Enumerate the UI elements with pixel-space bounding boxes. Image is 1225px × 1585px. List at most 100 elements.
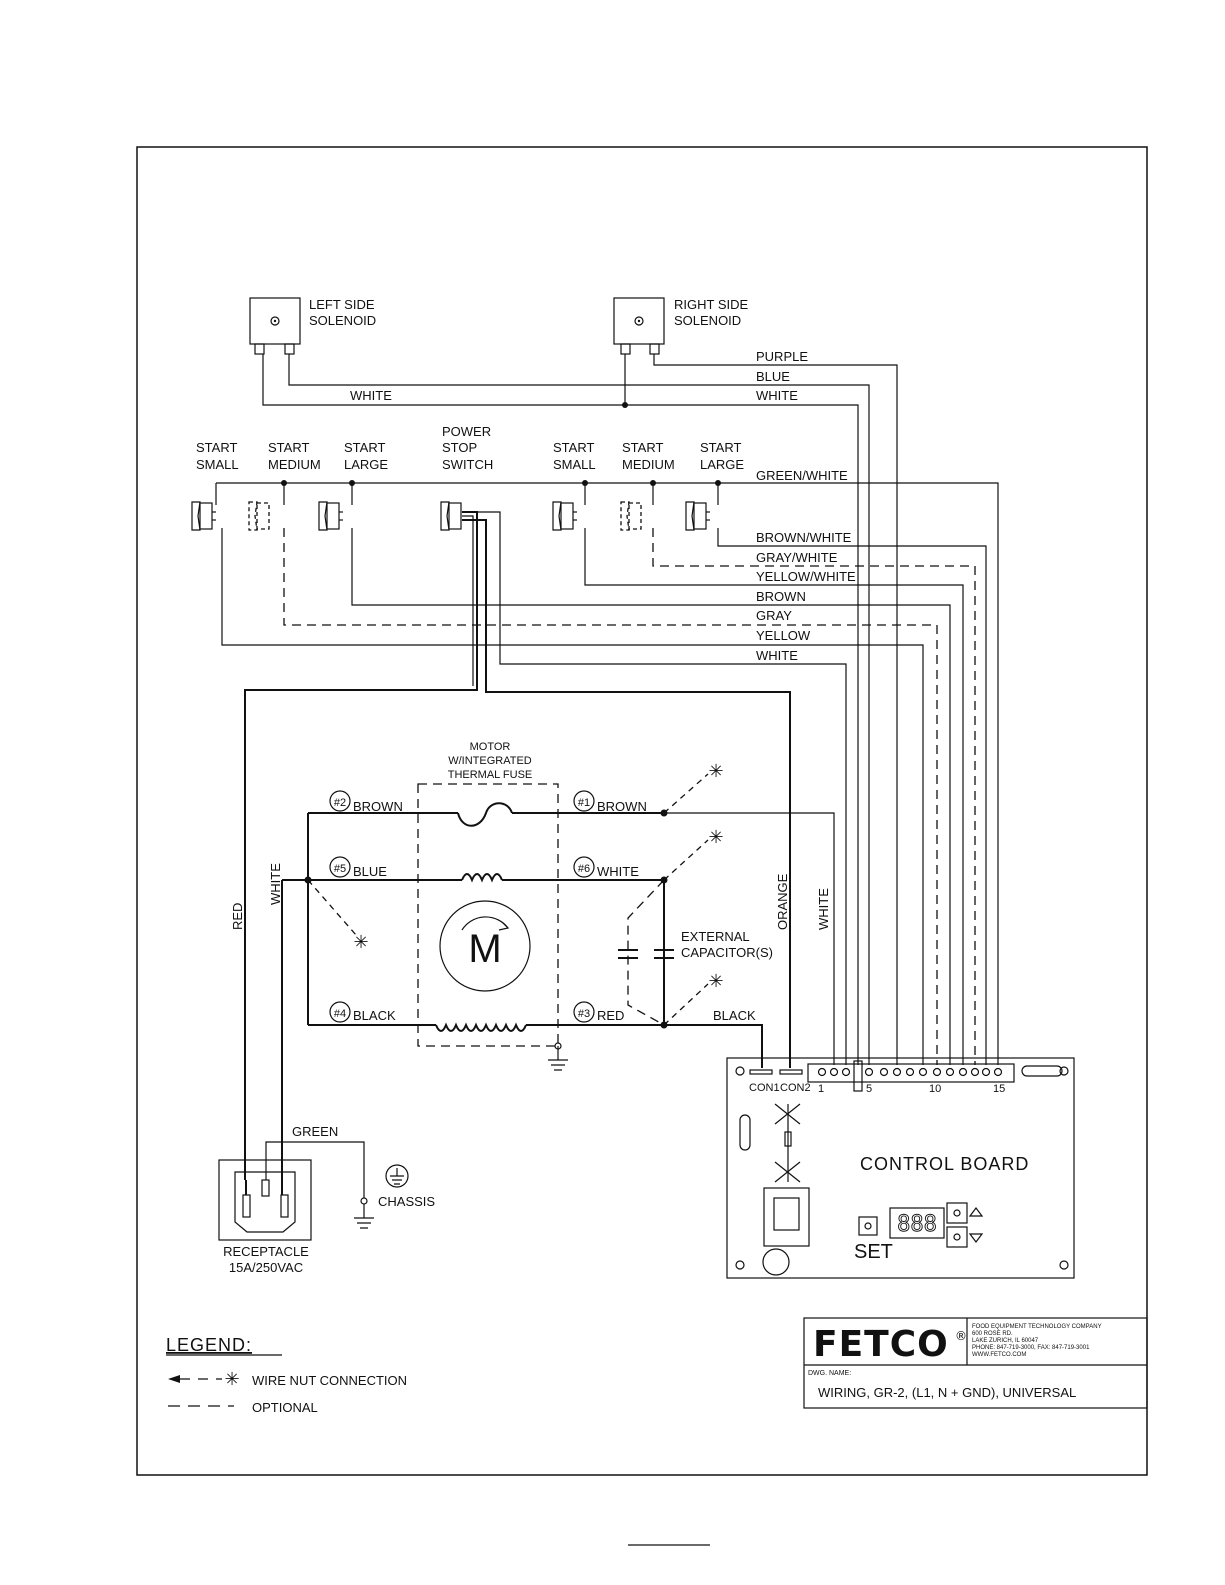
junction-dot bbox=[622, 402, 628, 408]
company-line-2: 600 ROSE RD. bbox=[972, 1331, 1013, 1337]
wire-solenoid-white bbox=[262, 354, 859, 1065]
label-white-v2: WHITE bbox=[816, 888, 831, 930]
wire-green-white bbox=[216, 482, 999, 1065]
label-yellow-white: YELLOW/WHITE bbox=[756, 569, 856, 584]
label-green-white: GREEN/WHITE bbox=[756, 468, 848, 483]
company-line-1: FOOD EQUIPMENT TECHNOLOGY COMPANY bbox=[972, 1324, 1102, 1330]
wire-nut-icon: ✳ bbox=[663, 971, 724, 1026]
up-arrow-icon bbox=[968, 1207, 984, 1217]
label-green: GREEN bbox=[292, 1124, 338, 1139]
svg-text:✳: ✳ bbox=[708, 827, 723, 848]
svg-text:#5: #5 bbox=[334, 863, 346, 875]
company-line-5: WWW.FETCO.COM bbox=[972, 1352, 1026, 1358]
label-black: BLACK bbox=[713, 1008, 756, 1023]
svg-text:WHITE: WHITE bbox=[597, 864, 639, 879]
right-solenoid-label-2: SOLENOID bbox=[674, 313, 741, 328]
label-orange: ORANGE bbox=[775, 873, 790, 930]
led-display bbox=[889, 1207, 945, 1239]
set-label: SET bbox=[854, 1241, 893, 1263]
control-board-title: CONTROL BOARD bbox=[860, 1154, 1029, 1174]
capacitor-label-2: CAPACITOR(S) bbox=[681, 945, 773, 960]
label-blue: BLUE bbox=[756, 369, 790, 384]
label-gray-white: GRAY/WHITE bbox=[756, 550, 838, 565]
motor-title-1: MOTOR bbox=[470, 741, 511, 753]
terminal-2: #2 BROWN bbox=[329, 790, 403, 814]
legend-wire-nut: ✳ WIRE NUT CONNECTION bbox=[168, 1369, 407, 1390]
svg-text:#6: #6 bbox=[578, 863, 590, 875]
switch-power-stop bbox=[440, 501, 462, 531]
label-left-start-large-1: START bbox=[344, 440, 385, 455]
wire-white-2 bbox=[470, 511, 847, 1065]
company-line-4: PHONE: 847-719-3000, FAX: 847-719-3001 bbox=[972, 1345, 1090, 1351]
svg-text:✳: ✳ bbox=[708, 971, 723, 992]
up-button bbox=[946, 1202, 968, 1224]
con2-terminal bbox=[779, 1069, 803, 1075]
legend-optional: OPTIONAL bbox=[168, 1400, 318, 1415]
fuse-icon bbox=[774, 1103, 801, 1183]
wire-nut-icon: ✳ bbox=[663, 827, 724, 881]
motor-ground-icon bbox=[548, 1059, 568, 1071]
label-power-1: POWER bbox=[442, 424, 491, 439]
down-button bbox=[946, 1226, 968, 1248]
svg-text:RED: RED bbox=[597, 1008, 624, 1023]
right-solenoid-label-1: RIGHT SIDE bbox=[674, 297, 748, 312]
set-button bbox=[858, 1216, 878, 1236]
wire-yellow bbox=[221, 528, 924, 1065]
pin-key bbox=[853, 1060, 863, 1092]
label-purple: PURPLE bbox=[756, 349, 808, 364]
switch-right-start-large bbox=[685, 501, 710, 531]
dwg-name-label: DWG. NAME: bbox=[808, 1370, 851, 1377]
motor-box bbox=[417, 783, 559, 1047]
wire-nut-icon: ✳ bbox=[224, 1369, 239, 1390]
earth-ground-icon bbox=[385, 1164, 409, 1188]
pin-label-5: 5 bbox=[866, 1083, 872, 1095]
svg-text:BLUE: BLUE bbox=[353, 864, 387, 879]
wire-green bbox=[265, 1141, 365, 1198]
label-left-start-small-2: SMALL bbox=[196, 457, 239, 472]
label-gray: GRAY bbox=[756, 608, 792, 623]
motor-title-2: W/INTEGRATED bbox=[448, 755, 532, 767]
pin-label-10: 10 bbox=[929, 1083, 941, 1095]
wire-brown-to-board bbox=[664, 812, 835, 1065]
right-solenoid: RIGHT SIDE SOLENOID bbox=[613, 297, 748, 355]
svg-text:#2: #2 bbox=[334, 797, 346, 809]
control-board: CON1 CON2 1 5 10 15 CONTROL BOARD bbox=[726, 1057, 1075, 1279]
label-right-start-large-2: LARGE bbox=[700, 457, 744, 472]
con1-terminal bbox=[749, 1069, 773, 1075]
switch-left-start-medium bbox=[248, 501, 270, 531]
label-right-start-medium-2: MEDIUM bbox=[622, 457, 675, 472]
svg-text:✳: ✳ bbox=[708, 761, 723, 782]
wire-black bbox=[664, 1024, 763, 1068]
label-solenoid-white: WHITE bbox=[350, 388, 392, 403]
terminal-5: #5 BLUE bbox=[329, 856, 387, 879]
capacitor-icon bbox=[654, 949, 674, 959]
switch-right-start-small bbox=[552, 501, 577, 531]
label-red: RED bbox=[230, 903, 245, 930]
wire-nut-icon: ✳ bbox=[663, 761, 724, 814]
switch-right-start-medium bbox=[620, 501, 642, 531]
label-white-2: WHITE bbox=[756, 648, 798, 663]
motor-winding-bottom bbox=[435, 1022, 527, 1032]
capacitor-label-1: EXTERNAL bbox=[681, 929, 750, 944]
led-display-digits: 888 bbox=[897, 1212, 937, 1237]
receptacle-label-2: 15A/250VAC bbox=[229, 1260, 303, 1275]
wire-nut-icon: ✳ bbox=[307, 879, 369, 953]
motor-symbol: M bbox=[468, 927, 501, 971]
wire-gray bbox=[283, 528, 938, 1065]
label-left-start-medium-2: MEDIUM bbox=[268, 457, 321, 472]
motor-icon bbox=[439, 900, 531, 992]
drawing-frame bbox=[136, 146, 1148, 1476]
svg-text:✳: ✳ bbox=[353, 932, 368, 953]
wire-blue bbox=[288, 354, 870, 1065]
motor-title-3: THERMAL FUSE bbox=[448, 769, 533, 781]
terminal-1: #1 BROWN bbox=[573, 790, 647, 814]
wire-brown-white bbox=[717, 528, 987, 1065]
terminal-6: #6 WHITE bbox=[573, 856, 639, 879]
label-right-start-small-2: SMALL bbox=[553, 457, 596, 472]
svg-text:BROWN: BROWN bbox=[597, 799, 647, 814]
svg-text:#4: #4 bbox=[334, 1008, 346, 1020]
legend-optional-label: OPTIONAL bbox=[252, 1400, 318, 1415]
receptacle-label-1: RECEPTACLE bbox=[223, 1244, 309, 1259]
svg-text:#3: #3 bbox=[578, 1008, 590, 1020]
